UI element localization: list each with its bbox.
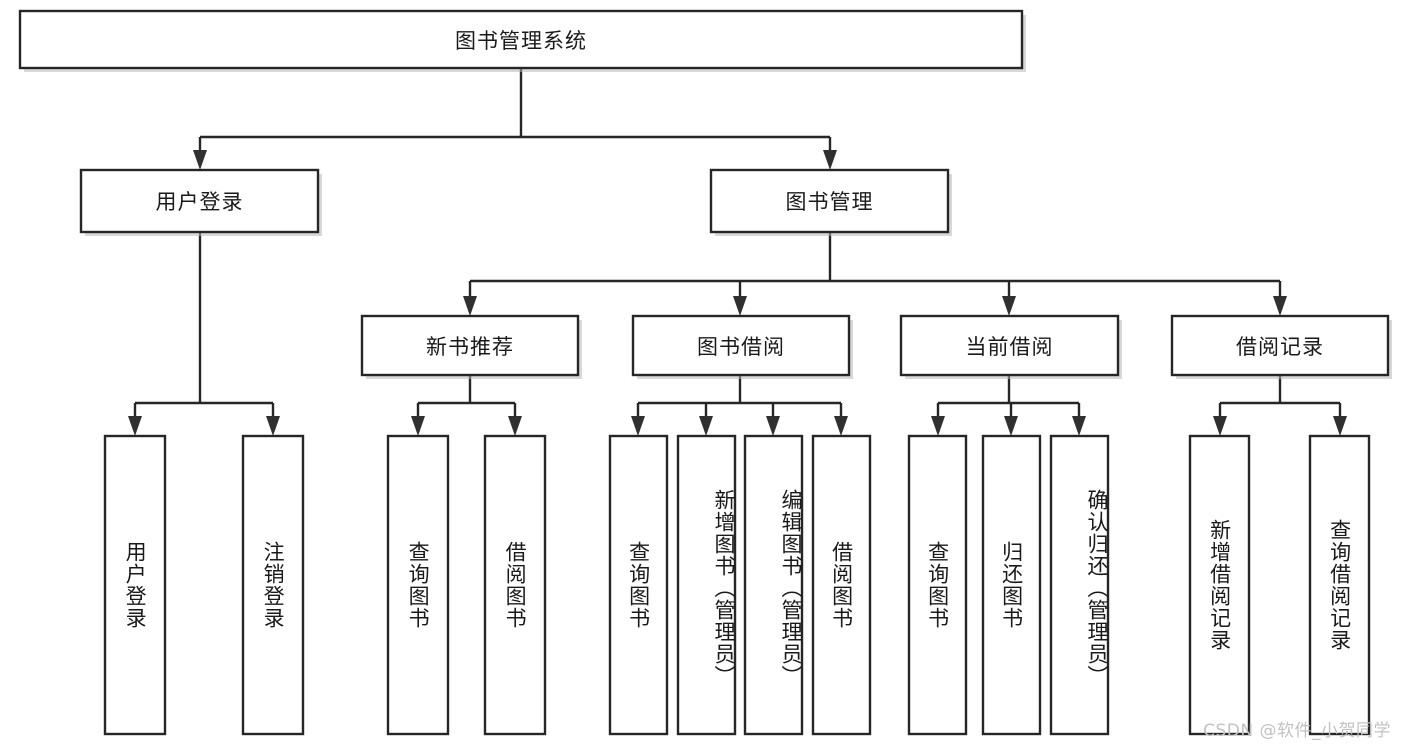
arrow-currentborrow-to-query xyxy=(931,416,945,436)
arrow-bookborrow-to-borrowbook xyxy=(834,416,848,436)
arrow-bookmanage-to-current xyxy=(1002,296,1016,316)
leaf-box-record-add[interactable] xyxy=(1188,434,1251,736)
arrow-bookmanage-to-newbook xyxy=(463,296,477,316)
arrow-bookmanage-to-borrow xyxy=(733,296,747,316)
connector-group-user-login xyxy=(128,232,280,436)
node-book-borrow[interactable] xyxy=(631,314,853,379)
node-borrow-record[interactable] xyxy=(1170,314,1392,379)
arrow-currentborrow-to-return xyxy=(1004,416,1018,436)
arrow-bookborrow-to-query xyxy=(631,416,645,436)
arrow-borrowrecord-to-query xyxy=(1333,416,1347,436)
leaf-box-current-confirm[interactable] xyxy=(1049,434,1110,736)
node-user-login-box[interactable] xyxy=(79,168,320,234)
connector-group-book-borrow xyxy=(631,375,848,436)
arrow-currentborrow-to-confirm xyxy=(1072,416,1086,436)
arrow-root-to-book-manage xyxy=(823,150,837,170)
arrow-userlogin-to-login xyxy=(128,416,142,436)
node-user-login[interactable] xyxy=(79,168,322,236)
node-root[interactable] xyxy=(18,9,1026,72)
leaf-box-newbook-borrow[interactable] xyxy=(483,434,547,736)
arrow-bookborrow-to-add xyxy=(699,416,713,436)
node-book-manage-box[interactable] xyxy=(709,168,950,234)
connector-group-root xyxy=(193,68,837,170)
leaf-box-borrow-add[interactable] xyxy=(676,434,737,736)
node-current-borrow[interactable] xyxy=(899,314,1122,379)
node-root-box[interactable] xyxy=(18,9,1024,70)
node-new-book-box[interactable] xyxy=(360,314,580,377)
leaf-box-borrow-borrowbook[interactable] xyxy=(811,434,872,736)
connector-group-book-manage xyxy=(463,232,1287,316)
node-borrow-record-box[interactable] xyxy=(1170,314,1390,377)
leaf-box-record-query[interactable] xyxy=(1308,434,1371,736)
arrow-root-to-user-login xyxy=(193,150,207,170)
leaf-box-logout[interactable] xyxy=(241,434,305,736)
arrow-newbook-to-query xyxy=(411,416,425,436)
csdn-watermark: CSDN @软件_小贺同学 xyxy=(1203,721,1391,741)
leaf-box-borrow-edit[interactable] xyxy=(743,434,804,736)
arrow-bookborrow-to-edit xyxy=(766,416,780,436)
leaf-box-current-query[interactable] xyxy=(907,434,968,736)
node-new-book[interactable] xyxy=(360,314,582,379)
arrow-newbook-to-borrow xyxy=(508,416,522,436)
leaf-box-borrow-query[interactable] xyxy=(608,434,669,736)
node-book-manage[interactable] xyxy=(709,168,952,236)
leaf-box-user-login[interactable] xyxy=(103,434,167,736)
arrow-borrowrecord-to-add xyxy=(1213,416,1227,436)
leaf-box-newbook-query[interactable] xyxy=(386,434,450,736)
connector-group-new-book xyxy=(411,375,522,436)
arrow-userlogin-to-logout xyxy=(266,416,280,436)
arrow-bookmanage-to-record xyxy=(1273,296,1287,316)
leaf-box-current-return[interactable] xyxy=(981,434,1042,736)
node-book-borrow-box[interactable] xyxy=(631,314,851,377)
connector-group-borrow-record xyxy=(1213,375,1347,436)
node-current-borrow-box[interactable] xyxy=(899,314,1120,377)
connector-group-current-borrow xyxy=(931,375,1086,436)
leaf-boxes xyxy=(103,434,1371,736)
